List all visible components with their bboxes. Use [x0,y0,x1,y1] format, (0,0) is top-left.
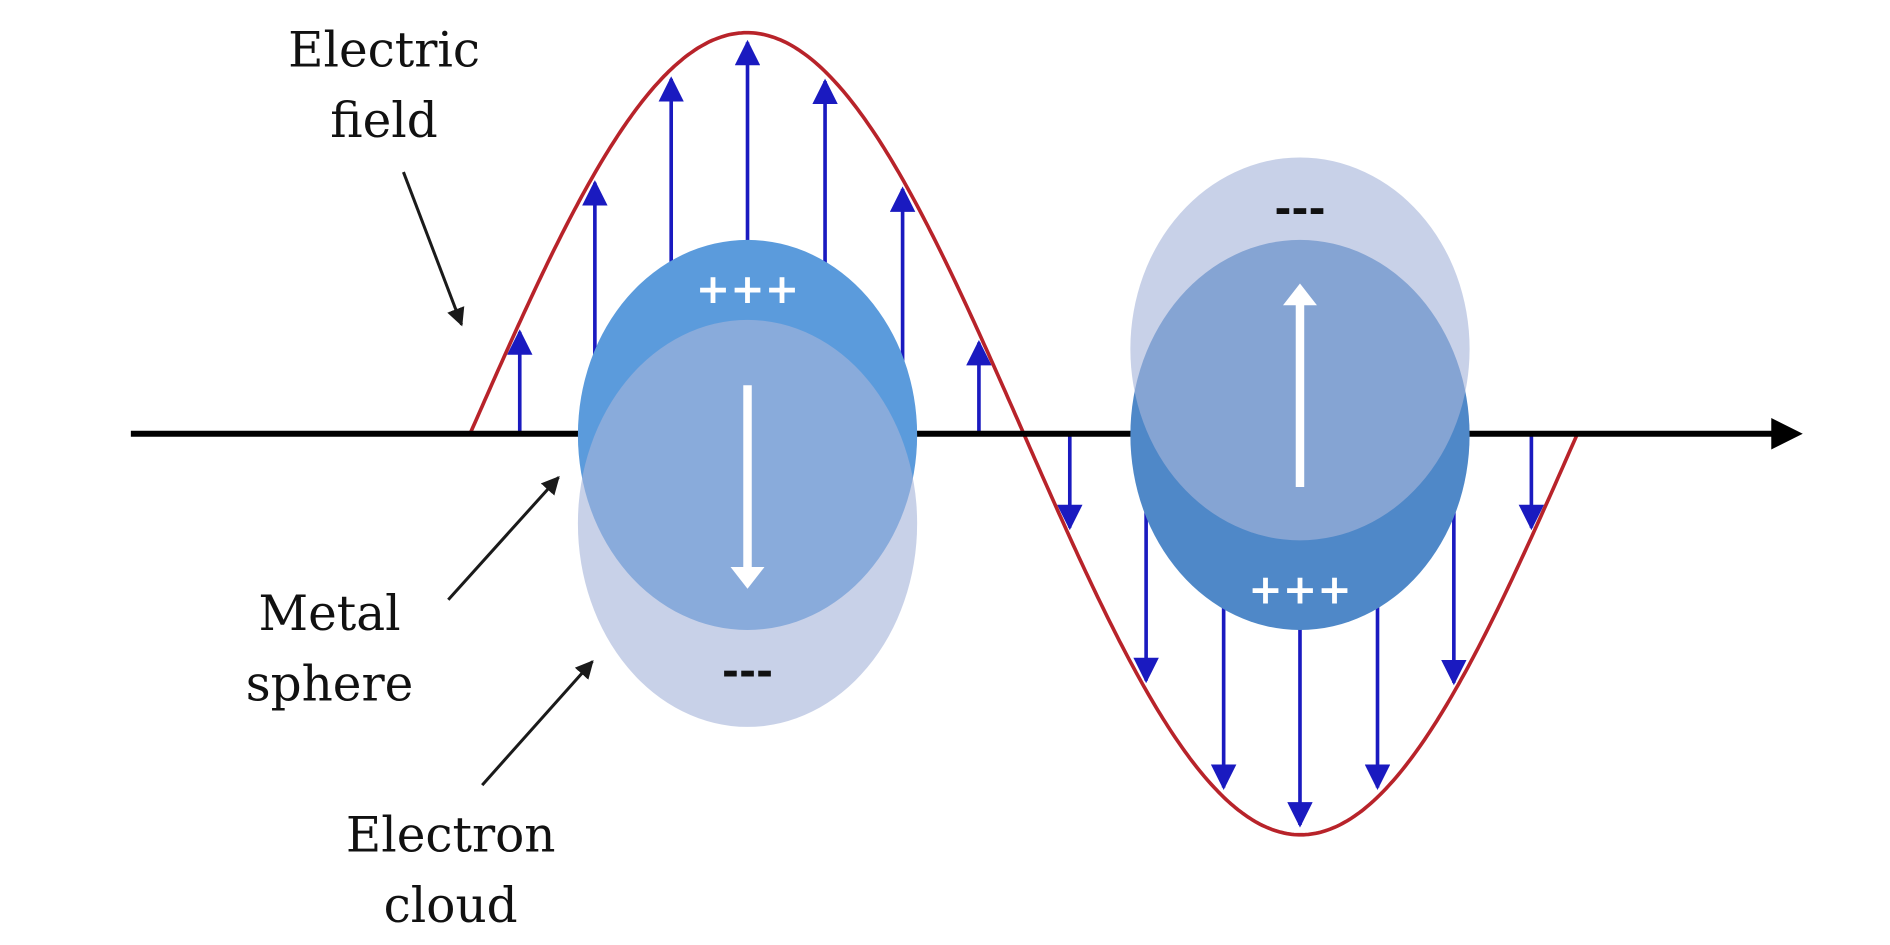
label-metal-sphere-1: Metal [258,586,400,642]
charge-left-bottom: --- [722,648,773,696]
axis-arrowhead-icon [1771,417,1803,450]
charge-right-bottom: +++ [1248,565,1352,613]
charge-right-top: --- [1274,185,1325,233]
label-electron-cloud-1: Electron [346,808,556,864]
axis [130,417,1803,450]
pointer-arrow-icon [402,171,465,327]
charge-left-top: +++ [696,265,800,313]
pointer-arrow-icon [481,660,594,787]
label-metal-sphere-2: sphere [246,656,414,712]
label-electron-cloud-2: cloud [384,878,518,934]
label-electric-field-2: field [330,93,438,149]
label-electric-field-1: Electric [288,23,480,79]
pointer-arrow-icon [447,475,560,601]
